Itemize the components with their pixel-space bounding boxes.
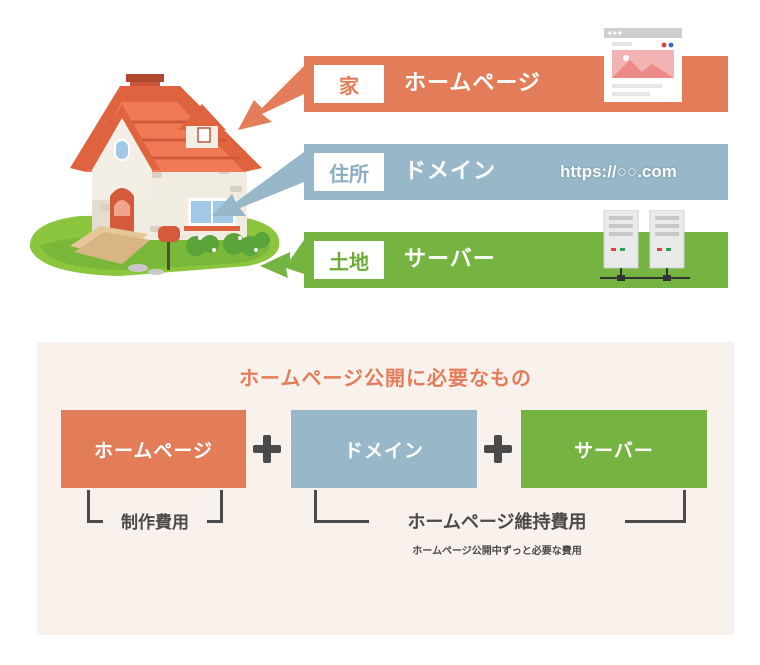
banner-label: ホームページ bbox=[404, 71, 541, 96]
plus-icon bbox=[484, 435, 512, 463]
banner-label: ドメイン bbox=[404, 159, 497, 184]
banner-domain: 住所 ドメイン https://○○.com bbox=[304, 144, 728, 200]
maintenance-cost-label: ホームページ維持費用 bbox=[369, 508, 625, 534]
server-icon bbox=[600, 210, 690, 281]
banner-tag: 住所 bbox=[314, 153, 384, 191]
banner-tag: 家 bbox=[314, 65, 384, 103]
dormer-window bbox=[197, 127, 211, 143]
arrow-server bbox=[260, 240, 304, 278]
summary-title: ホームページ公開に必要なもの bbox=[239, 366, 532, 390]
plus-icon bbox=[253, 435, 281, 463]
maintenance-note: ホームページ公開中ずっと必要な費用 bbox=[412, 546, 582, 557]
arrow-domain bbox=[212, 152, 304, 216]
summary-panel: ホームページ公開に必要なもの ホームページ ドメイン サーバー 制作費用 ホーム… bbox=[37, 342, 734, 635]
homepage-box: ホームページ bbox=[61, 410, 246, 488]
server-box: サーバー bbox=[521, 410, 707, 488]
banner-tag: 土地 bbox=[314, 241, 384, 279]
roof bbox=[70, 86, 262, 172]
domain-url: https://○○.com bbox=[560, 162, 677, 181]
browser-window-icon bbox=[604, 28, 682, 102]
attic-window bbox=[114, 139, 130, 161]
domain-box: ドメイン bbox=[291, 410, 477, 488]
house-illustration bbox=[29, 74, 280, 276]
banner-label: サーバー bbox=[404, 247, 496, 272]
arrows bbox=[212, 66, 304, 278]
mailbox bbox=[158, 226, 180, 242]
arrow-home bbox=[238, 66, 304, 130]
production-cost-label: 制作費用 bbox=[103, 508, 207, 533]
